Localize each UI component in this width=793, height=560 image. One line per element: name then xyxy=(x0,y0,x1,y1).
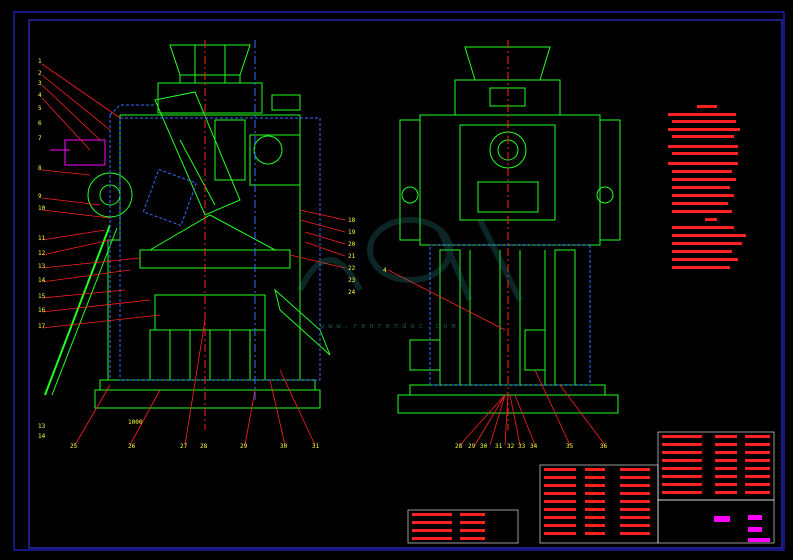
left-magenta-part xyxy=(64,139,106,166)
balloon-label: 21 xyxy=(348,253,356,260)
balloon-label: 32 xyxy=(507,443,515,450)
technical-notes-block xyxy=(668,105,746,269)
right-view-balloon-label: 4 xyxy=(383,267,387,274)
right-hidden-lines xyxy=(429,244,591,386)
balloon-label: 1 xyxy=(38,58,42,65)
balloon-label: 36 xyxy=(600,443,608,450)
balloon-label: 14 xyxy=(38,433,46,440)
balloon-label: 17 xyxy=(38,323,46,330)
right-front-view xyxy=(397,46,621,414)
balloon-label: 30 xyxy=(280,443,288,450)
balloon-label: 33 xyxy=(518,443,526,450)
balloon-label: 23 xyxy=(348,277,356,284)
left-section-view xyxy=(44,44,331,409)
balloon-label: 35 xyxy=(566,443,574,450)
balloon-label: 11 xyxy=(38,235,46,242)
balloon-label: 34 xyxy=(530,443,538,450)
right-leader-lines xyxy=(387,269,606,446)
balloon-label: 27 xyxy=(180,443,188,450)
balloon-label: 24 xyxy=(348,289,356,296)
bom-rows xyxy=(412,435,770,540)
balloon-label: 8 xyxy=(38,165,42,172)
watermark-text: www.renrendoc.com xyxy=(320,322,460,330)
watermark-logo xyxy=(297,217,523,302)
balloon-label: 3 xyxy=(38,80,42,87)
balloon-label: 31 xyxy=(312,443,320,450)
balloon-label: 6 xyxy=(38,120,42,127)
balloon-label: 14 xyxy=(38,277,46,284)
dimension-label: 1000 xyxy=(128,419,143,426)
balloon-label: 28 xyxy=(200,443,208,450)
balloon-label: 2 xyxy=(38,70,42,77)
balloon-label: 31 xyxy=(495,443,503,450)
balloon-label: 19 xyxy=(348,229,356,236)
balloon-label: 26 xyxy=(128,443,136,450)
balloon-label: 7 xyxy=(38,135,42,142)
balloon-label: 12 xyxy=(38,250,46,257)
balloon-label: 29 xyxy=(468,443,476,450)
balloon-label: 20 xyxy=(348,241,356,248)
balloon-label: 29 xyxy=(240,443,248,450)
balloon-label: 10 xyxy=(38,205,46,212)
balloon-label: 28 xyxy=(455,443,463,450)
balloon-label: 16 xyxy=(38,307,46,314)
outer-frame xyxy=(13,11,785,551)
balloon-label: 13 xyxy=(38,263,46,270)
balloon-label: 9 xyxy=(38,193,42,200)
left-view-bottom-balloons: 13 14 25 26 27 28 29 30 31 xyxy=(38,423,320,450)
balloon-label: 15 xyxy=(38,293,46,300)
title-block-accents xyxy=(714,515,770,542)
inner-frame xyxy=(28,19,783,549)
left-hidden-lines xyxy=(109,104,321,381)
left-leader-lines xyxy=(41,63,346,446)
balloon-label: 5 xyxy=(38,105,42,112)
balloon-label: 18 xyxy=(348,217,356,224)
bill-of-materials xyxy=(407,431,775,544)
balloon-label: 30 xyxy=(480,443,488,450)
balloon-label: 25 xyxy=(70,443,78,450)
left-view-right-balloons: 18 19 20 21 22 23 24 xyxy=(348,217,356,296)
balloon-label: 22 xyxy=(348,265,356,272)
balloon-label: 13 xyxy=(38,423,46,430)
balloon-label: 4 xyxy=(38,92,42,99)
